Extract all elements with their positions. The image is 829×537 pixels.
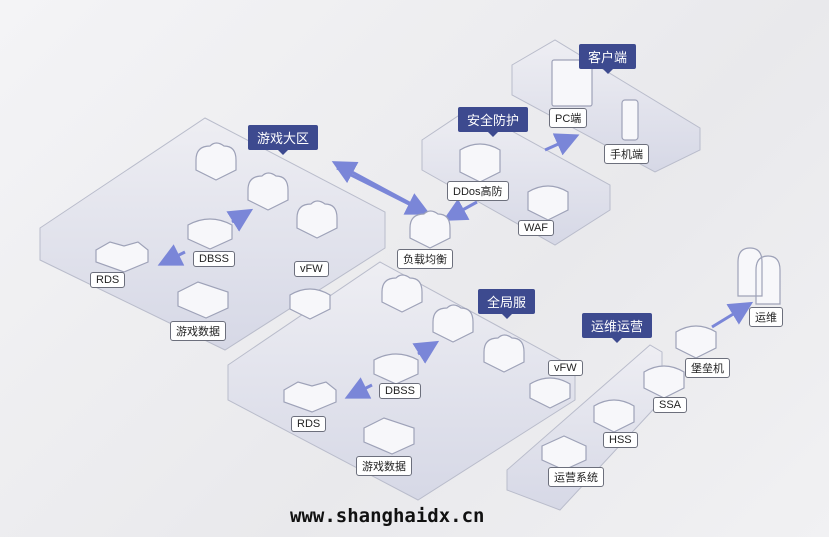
node-label-game-data: 游戏数据 — [356, 456, 412, 476]
ddos-shield-icon — [459, 143, 501, 183]
users-icon — [737, 247, 781, 305]
node-label-waf: WAF — [518, 220, 555, 236]
node-label-ops-user: 运维 — [749, 307, 783, 327]
node-label-pc: PC端 — [549, 108, 588, 128]
node-label-dbss: DBSS — [193, 251, 235, 267]
shield-icon — [373, 353, 419, 385]
storage-icon — [177, 281, 229, 319]
database-icon — [95, 241, 149, 273]
node-label-ops-system: 运营系统 — [548, 467, 604, 487]
database-icon — [283, 381, 337, 413]
node-label-vfw: vFW — [294, 261, 329, 277]
waf-shield-icon — [527, 185, 569, 221]
arrow-dbss2 — [412, 340, 440, 364]
arrow-ddos-to-lb — [442, 198, 478, 221]
watermark: www.shanghaidx.cn — [290, 505, 485, 527]
hss-shield-icon — [593, 399, 635, 433]
node-label-lb: 负载均衡 — [397, 249, 453, 269]
group-tag-global: 全局服 — [478, 289, 536, 319]
cloud-icon — [483, 334, 525, 373]
cloud-icon — [432, 304, 474, 343]
storage-icon — [363, 417, 415, 455]
group-tag-ops: 运维运营 — [582, 313, 653, 343]
node-label-ssa: SSA — [653, 397, 688, 413]
arrow-ops — [711, 301, 754, 329]
group-tag-security: 安全防护 — [458, 107, 529, 137]
arrow-dbss1 — [226, 208, 254, 232]
node-label-rds: RDS — [291, 416, 327, 432]
node-label-rds: RDS — [90, 272, 126, 288]
device-icons — [95, 59, 781, 471]
group-tag-client: 客户端 — [579, 44, 637, 74]
shield-icon — [529, 377, 571, 409]
node-label-mobile: 手机端 — [604, 144, 649, 164]
group-tag-game-zone: 游戏大区 — [248, 125, 319, 155]
node-label-game-data: 游戏数据 — [170, 321, 226, 341]
node-label-bastion: 堡垒机 — [685, 358, 730, 378]
ssa-shield-icon — [643, 365, 685, 399]
arrow-game-to-lb — [336, 166, 431, 215]
arrow-rds1 — [157, 244, 186, 266]
ops-system-icon — [541, 435, 587, 471]
node-label-ddos: DDos高防 — [447, 181, 509, 201]
shield-icon — [187, 218, 233, 250]
arrow-to-client — [544, 133, 580, 156]
arrow-rds2 — [344, 377, 373, 399]
node-label-vfw: vFW — [548, 360, 583, 376]
shield-icon — [289, 288, 331, 320]
bastion-shield-icon — [675, 325, 717, 359]
cloud-icon — [247, 172, 289, 211]
cloud-icon — [195, 142, 237, 181]
node-label-dbss: DBSS — [379, 383, 421, 399]
node-label-hss: HSS — [603, 432, 638, 448]
cloud-icon — [381, 274, 423, 313]
monitor-icon — [551, 59, 593, 107]
load-balancer-icon — [409, 210, 451, 249]
phone-icon — [621, 99, 639, 141]
cloud-icon — [296, 200, 338, 239]
